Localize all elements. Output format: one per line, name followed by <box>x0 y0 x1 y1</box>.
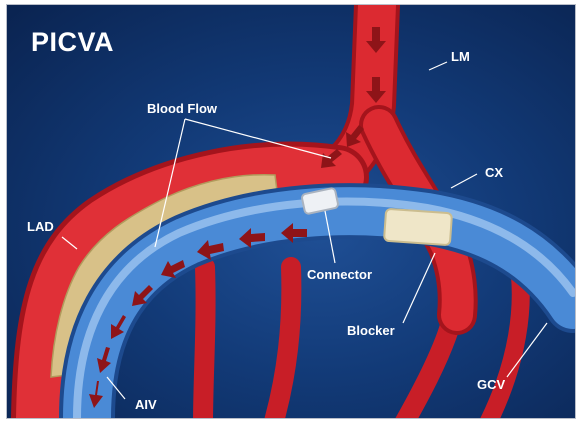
label-blocker: Blocker <box>347 323 395 338</box>
label-lad: LAD <box>27 219 54 234</box>
label-blood-flow: Blood Flow <box>147 101 217 116</box>
label-aiv: AIV <box>135 397 157 412</box>
diagram-frame: PICVA LM CX LAD Blood Flow Connector Blo… <box>6 4 576 419</box>
label-connector: Connector <box>307 267 372 282</box>
anatomy-illustration <box>7 5 575 418</box>
blocker-device <box>384 209 452 246</box>
label-cx: CX <box>485 165 503 180</box>
label-gcv: GCV <box>477 377 505 392</box>
diagram-title: PICVA <box>31 27 114 58</box>
label-lm: LM <box>451 49 470 64</box>
